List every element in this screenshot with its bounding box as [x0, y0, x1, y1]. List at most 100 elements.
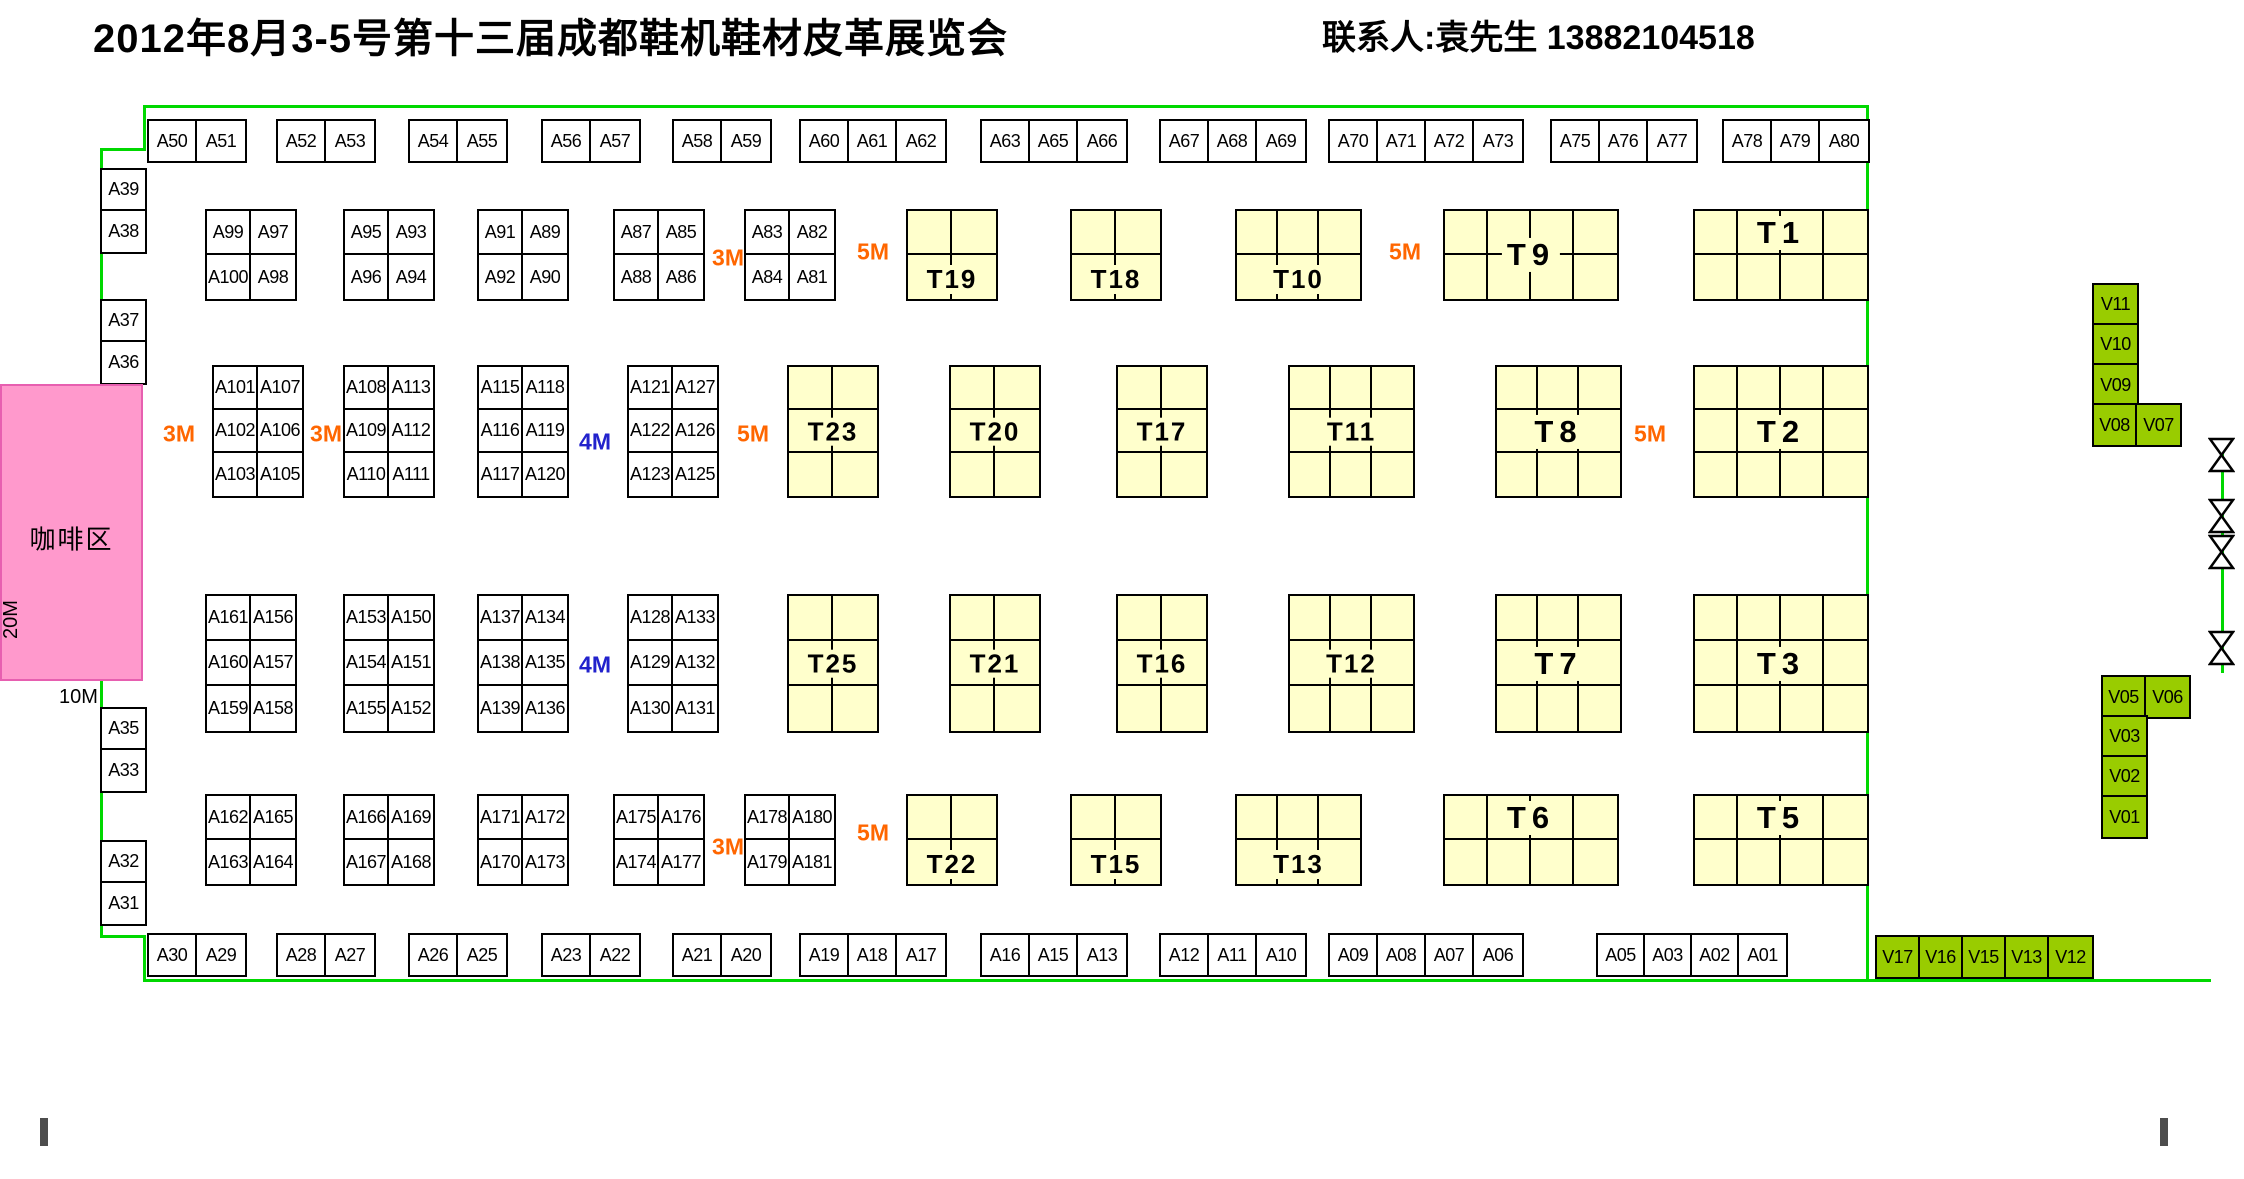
booth-A153: A153	[345, 596, 389, 641]
booth-A83: A83	[746, 211, 790, 255]
booth-A86: A86	[665, 266, 697, 287]
booth-V02: V02	[2103, 757, 2146, 797]
booth-A03: A03	[1645, 935, 1692, 975]
door-symbol-icon	[2207, 437, 2236, 473]
exhibit-block-T23: T23	[787, 365, 879, 498]
booth-A50: A50	[149, 121, 197, 161]
aisle-width-label: 4M	[579, 428, 611, 455]
booth-cell	[1574, 211, 1617, 255]
booth-A68: A68	[1209, 121, 1257, 161]
block-label-T10: T10	[1268, 265, 1329, 294]
booth-A181: A181	[791, 851, 833, 872]
booth-A167: A167	[345, 840, 389, 884]
exhibit-block-T20: T20	[949, 365, 1041, 498]
booth-A101: A101	[214, 367, 258, 410]
page-title: 2012年8月3-5号第十三届成都鞋机鞋材皮革展览会	[93, 17, 1009, 61]
booth-A158: A158	[252, 698, 294, 718]
booth-A117: A117	[479, 453, 523, 496]
booth-cell	[1531, 796, 1574, 840]
booth-A25: A25	[466, 944, 498, 965]
booth-A115: A115	[479, 367, 523, 410]
booth-A26: A26	[410, 935, 458, 975]
booth-cell	[1118, 596, 1162, 641]
booth-cell	[951, 367, 995, 410]
booth-cell	[1372, 686, 1413, 731]
booth-A154: A154	[345, 641, 389, 686]
exhibit-block-T3: T3	[1693, 594, 1869, 733]
booth-A100: A100	[207, 255, 251, 299]
booth-A129: A129	[629, 641, 673, 686]
exhibit-block-T11: T11	[1288, 365, 1415, 498]
booth-A96: A96	[345, 255, 389, 299]
booth-V08: V08	[2094, 405, 2137, 445]
block-label-T11: T11	[1321, 417, 1382, 446]
exhibit-block-T9: T9	[1443, 209, 1619, 301]
booth-cell	[952, 796, 996, 840]
door-symbol-icon	[2207, 630, 2236, 666]
booth-V10: V10	[2094, 325, 2137, 365]
exhibit-block-T19: T19	[906, 209, 998, 301]
booth-cell	[1574, 840, 1617, 884]
booth-A180: A180	[790, 796, 834, 840]
booth-V12: V12	[2055, 946, 2086, 967]
booth-A08: A08	[1378, 935, 1426, 975]
aisle-width-label: 3M	[163, 420, 195, 447]
coffee-width-label: 10M	[58, 686, 98, 708]
booth-V07: V07	[2143, 414, 2174, 435]
booth-A23: A23	[543, 935, 591, 975]
wall-segment	[143, 979, 2211, 982]
booth-cell	[1824, 367, 1867, 410]
booth-cell	[1579, 367, 1620, 410]
booth-cell	[1445, 255, 1488, 299]
block-label-T15: T15	[1085, 850, 1147, 879]
aisle-width-label: 5M	[857, 238, 889, 265]
block-label-T6: T6	[1501, 800, 1561, 836]
booth-V17: V17	[1877, 937, 1920, 977]
booth-cell	[908, 211, 952, 255]
booth-A169: A169	[389, 796, 433, 840]
booth-cell	[1824, 840, 1867, 884]
booth-cell	[1824, 255, 1867, 299]
booth-A152: A152	[390, 698, 432, 718]
exhibit-block-T17: T17	[1116, 365, 1208, 498]
booth-A113: A113	[389, 367, 433, 410]
booth-cell	[1574, 796, 1617, 840]
booth-A93: A93	[389, 211, 433, 255]
booth-cell	[1497, 686, 1538, 731]
booth-group-A26: A26 A25	[408, 933, 508, 977]
block-label-T19: T19	[921, 265, 983, 294]
booth-V15: V15	[1963, 937, 2006, 977]
booth-A39: A39	[102, 170, 145, 211]
booth-A131: A131	[674, 698, 716, 718]
booth-A28: A28	[278, 935, 326, 975]
booth-cell	[833, 641, 877, 686]
booth-A75: A75	[1552, 121, 1600, 161]
booth-V06: V06	[2152, 686, 2183, 707]
booth-cell	[1488, 255, 1531, 299]
booth-cell	[1824, 596, 1867, 641]
booth-A27: A27	[334, 944, 366, 965]
booth-cell	[1372, 367, 1413, 410]
booth-V13: V13	[2006, 937, 2049, 977]
booth-cell	[1162, 453, 1206, 496]
booth-A18: A18	[849, 935, 897, 975]
aisle-width-label: 5M	[737, 420, 769, 447]
booth-cell	[1531, 840, 1574, 884]
booth-A122: A122	[629, 410, 673, 453]
booth-cell	[1695, 840, 1738, 884]
booth-A36: A36	[108, 352, 139, 372]
